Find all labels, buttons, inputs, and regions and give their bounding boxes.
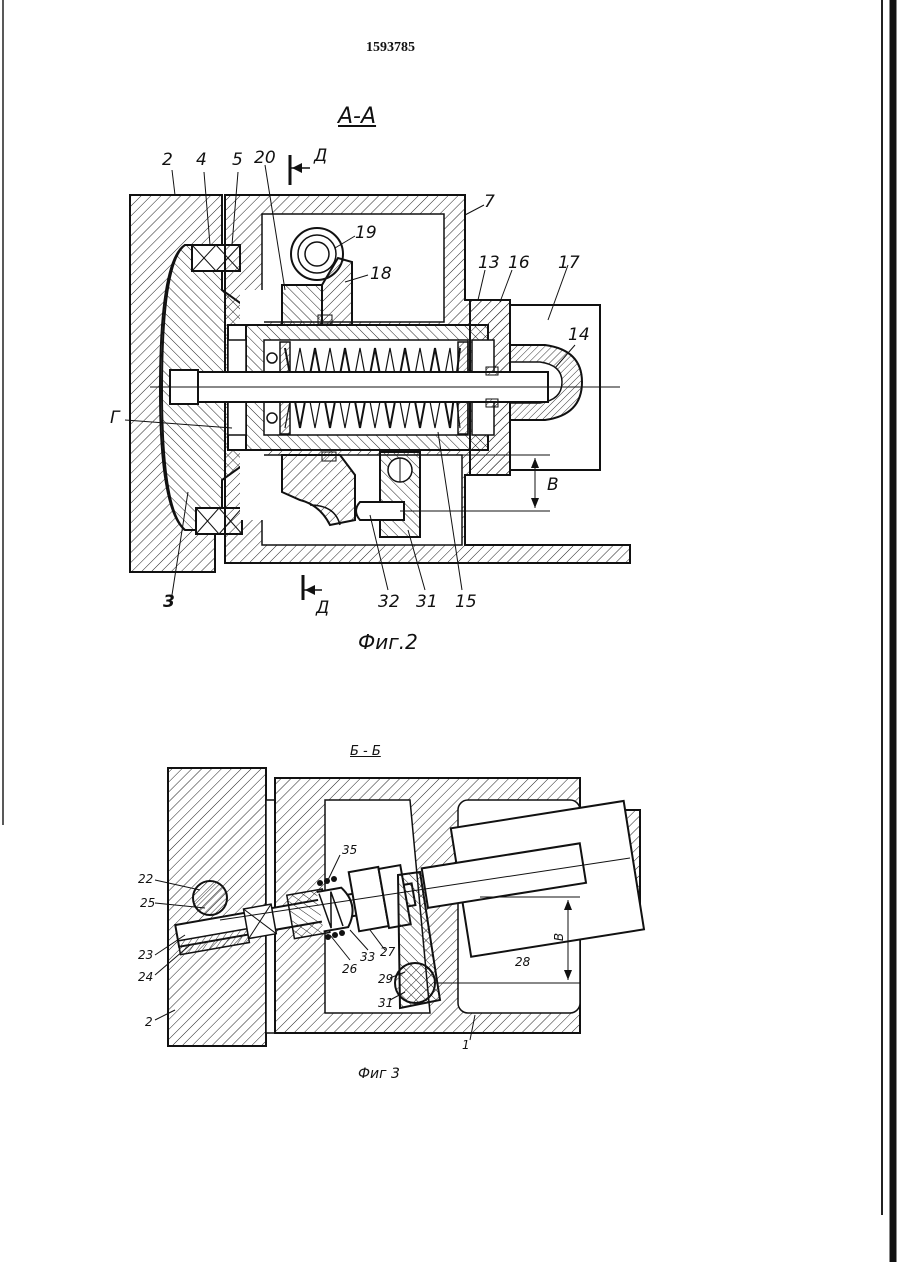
label-3: 3 xyxy=(163,592,175,612)
label-4: 4 xyxy=(196,150,207,170)
label-7: 7 xyxy=(484,192,495,212)
document-number: 1593785 xyxy=(366,40,415,56)
label-2: 2 xyxy=(162,150,173,170)
label-19: 19 xyxy=(355,223,377,243)
label-13: 13 xyxy=(478,253,500,273)
label-22: 22 xyxy=(138,872,153,886)
cut-marker-top: Д xyxy=(314,146,327,166)
label-32: 32 xyxy=(378,592,400,612)
label-1-fig3: 1 xyxy=(462,1038,470,1052)
label-27: 27 xyxy=(380,945,395,959)
cut-marker-bottom: Д xyxy=(316,598,329,618)
label-35: 35 xyxy=(342,843,357,857)
label-2-fig3: 2 xyxy=(145,1015,153,1029)
label-5: 5 xyxy=(232,150,243,170)
label-33: 33 xyxy=(360,950,375,964)
figure2-caption: Фиг.2 xyxy=(358,630,418,654)
label-24: 24 xyxy=(138,970,153,984)
figure3-drawing xyxy=(155,768,644,1046)
label-17: 17 xyxy=(558,253,580,273)
section-label-b-b: Б - Б xyxy=(350,744,381,759)
label-31-fig3: 31 xyxy=(378,996,393,1010)
label-20: 20 xyxy=(254,148,276,168)
label-18: 18 xyxy=(370,264,392,284)
label-25: 25 xyxy=(140,896,155,910)
label-g: Г xyxy=(110,408,119,428)
label-23: 23 xyxy=(138,948,153,962)
label-28: 28 xyxy=(515,955,530,969)
dimension-label-v-fig2: В xyxy=(547,475,559,495)
label-26: 26 xyxy=(342,962,357,976)
label-29: 29 xyxy=(378,972,393,986)
label-31: 31 xyxy=(416,592,438,612)
figure3-caption: Фиг 3 xyxy=(358,1066,400,1082)
label-15: 15 xyxy=(455,592,477,612)
section-label-a-a: А-А xyxy=(338,104,376,129)
figure2-drawing xyxy=(125,155,630,600)
label-16: 16 xyxy=(508,253,530,273)
label-14: 14 xyxy=(568,325,590,345)
dimension-label-v-fig3: В xyxy=(552,933,566,941)
